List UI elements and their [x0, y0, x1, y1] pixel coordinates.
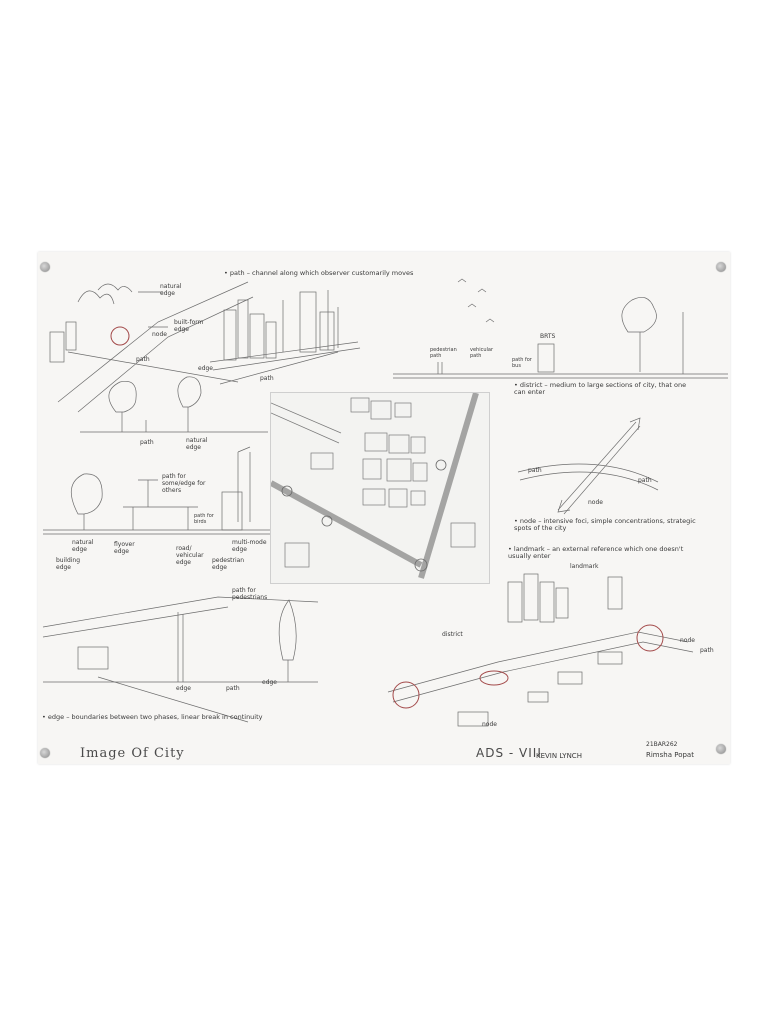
label-path-1: path — [136, 356, 150, 363]
city-map-drawing — [269, 392, 479, 579]
intersection-sketch — [49, 281, 254, 413]
label-pedestrian-path: pedestrian path — [430, 347, 457, 359]
natural-edge-section-sketch — [80, 376, 268, 522]
label-path-for-pedestrians: path for pedestrians — [232, 587, 268, 601]
label-path-for-some-edge: path for some/edge for others — [162, 473, 206, 494]
pin-bottom-left — [40, 748, 50, 758]
label-edge-3: edge — [262, 679, 277, 686]
label-edge-1: edge — [198, 365, 213, 372]
course-code: ADS - VIII — [476, 746, 542, 760]
note-edge: • edge – boundaries between two phases, … — [42, 713, 263, 721]
sketch-drawings — [42, 278, 728, 727]
label-landmark: landmark — [570, 563, 599, 570]
label-path-4: path — [226, 685, 240, 692]
brts-section-sketch — [393, 278, 728, 379]
pin-top-left — [40, 262, 50, 272]
student-id: 21BAR262 — [646, 741, 678, 748]
drawing-sheet: natural edge node built-form edge path •… — [38, 252, 730, 764]
label-pedestrian-edge: pedestrian edge — [212, 557, 245, 571]
node-crossing-sketch — [517, 417, 659, 515]
note-district: • district – medium to large sections of… — [514, 381, 687, 397]
label-built-form-edge: built-form edge — [174, 319, 204, 333]
label-path-for-birds: path for birds — [194, 513, 214, 525]
label-node-cross: node — [588, 499, 603, 506]
pin-top-right — [716, 262, 726, 272]
label-node-iso-2: node — [482, 721, 497, 728]
label-flyover-edge: flyover edge — [114, 541, 135, 555]
map-sketch — [269, 392, 490, 584]
label-node-iso-1: node — [680, 637, 695, 644]
flyover-perspective-sketch — [42, 596, 319, 723]
label-multi-mode-edge: multi-mode edge — [232, 539, 267, 553]
label-road-vehicular-edge: road/ vehicular edge — [176, 545, 204, 566]
student-name: Rimsha Popat — [646, 751, 694, 759]
author-reference: KEVIN LYNCH — [536, 752, 582, 760]
pin-bottom-right — [716, 744, 726, 754]
label-natural-edge-1: natural edge — [160, 283, 182, 297]
sheet-title: Image Of City — [80, 746, 185, 761]
note-landmark: • landmark – an external reference which… — [508, 545, 684, 561]
label-path-cross-1: path — [528, 467, 542, 474]
label-path-for-bus: path for bus — [512, 357, 532, 369]
label-brts: BRTS — [540, 333, 556, 340]
label-building-edge: building edge — [56, 557, 81, 571]
note-path: • path – channel along which observer cu… — [224, 269, 414, 277]
label-vehicular-path: vehicular path — [470, 347, 494, 359]
label-path-2: path — [260, 375, 274, 382]
flyover-section-sketch — [43, 473, 270, 535]
label-district: district — [442, 631, 463, 638]
note-node: • node – intensive foci, simple concentr… — [514, 517, 696, 533]
label-natural-edge-3: natural edge — [72, 539, 94, 553]
isometric-district-sketch — [387, 573, 694, 727]
label-path-3: path — [140, 439, 154, 446]
label-path-cross-2: path — [638, 477, 652, 484]
label-path-iso: path — [700, 647, 714, 654]
label-edge-2: edge — [176, 685, 191, 692]
label-node-1: node — [152, 331, 167, 338]
street-perspective-sketch — [209, 290, 361, 385]
label-natural-edge-2: natural edge — [186, 437, 208, 451]
